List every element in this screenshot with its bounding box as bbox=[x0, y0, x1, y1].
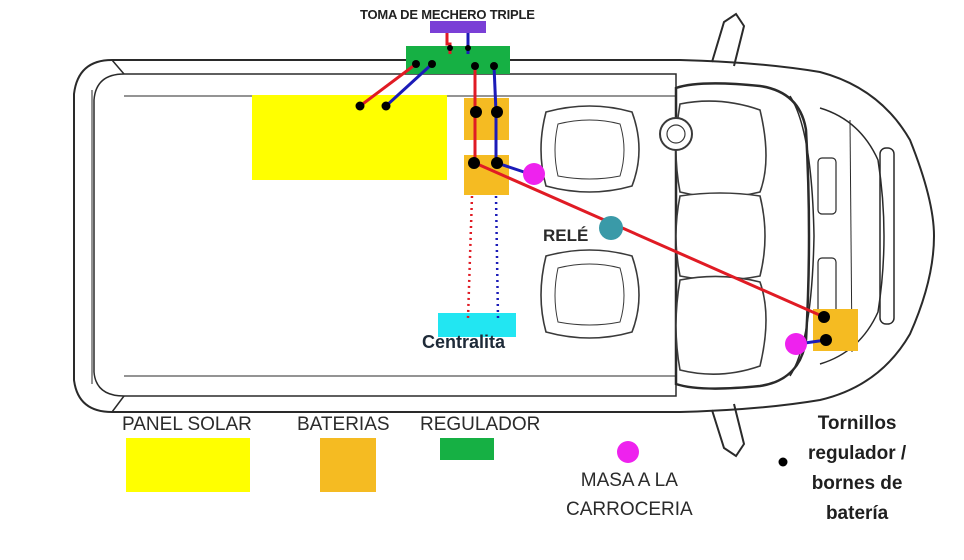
legend-regulator-label: REGULADOR bbox=[420, 414, 541, 435]
legend-terminal-line2: regulador / bbox=[808, 443, 907, 464]
front-seats bbox=[540, 100, 767, 375]
legend-terminal-line3: bornes de bbox=[811, 473, 903, 494]
terminal-dots bbox=[355, 45, 832, 346]
middle-seat bbox=[675, 192, 766, 281]
legend-terminal-dot bbox=[778, 457, 788, 467]
centralita-box bbox=[438, 313, 516, 337]
legend-terminal-label: Tornillos regulador / bornes de batería bbox=[808, 409, 906, 529]
van-body bbox=[73, 12, 936, 458]
solar-panel bbox=[252, 95, 447, 180]
ground-point-1 bbox=[523, 163, 545, 185]
driver-seat bbox=[675, 100, 767, 198]
legend-solar-label: PANEL SOLAR bbox=[122, 414, 252, 435]
passenger-seat bbox=[675, 275, 767, 375]
legend-solar-swatch bbox=[126, 438, 250, 492]
legend-ground-line2: CARROCERIA bbox=[566, 499, 693, 520]
battery-1 bbox=[464, 98, 509, 140]
legend-battery-label: BATERIAS bbox=[297, 414, 390, 435]
legend-ground-label: MASA A LA CARROCERIA bbox=[566, 466, 693, 524]
relay-label: RELÉ bbox=[543, 226, 589, 245]
centralita-label: Centralita bbox=[422, 332, 506, 352]
relay bbox=[599, 216, 623, 240]
ground-point-2 bbox=[785, 333, 807, 355]
legend-ground-swatch bbox=[617, 441, 639, 463]
lighter-socket-label: TOMA DE MECHERO TRIPLE bbox=[360, 7, 535, 22]
legend-battery-swatch bbox=[320, 438, 376, 492]
legend-terminal-line4: batería bbox=[825, 503, 889, 524]
legend-ground-line1: MASA A LA bbox=[580, 470, 678, 491]
lighter-socket bbox=[430, 21, 486, 33]
legend-terminal-line1: Tornillos bbox=[817, 413, 897, 434]
legend-regulator-swatch bbox=[440, 438, 494, 460]
